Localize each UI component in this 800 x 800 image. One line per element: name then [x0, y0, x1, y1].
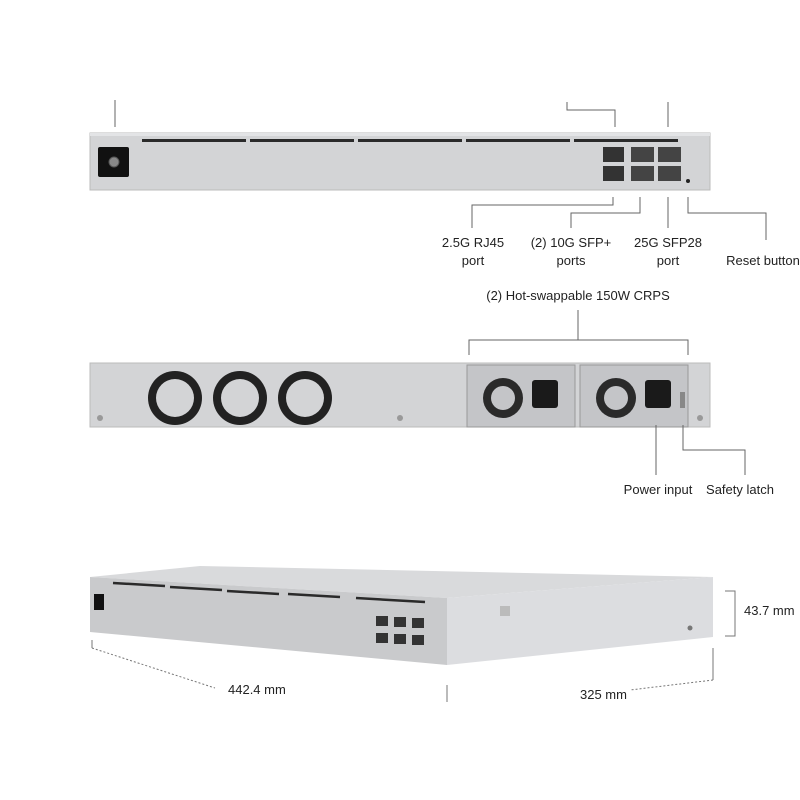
rear-panel: [89, 362, 711, 428]
callout-safety-latch: Safety latch: [706, 482, 774, 497]
side-face: [447, 577, 713, 665]
callout-label: Reset button: [726, 253, 800, 268]
display-knob-icon: [108, 156, 120, 168]
top-face: [90, 566, 713, 598]
callout-label: (2) 10G SFP+: [530, 235, 612, 250]
callout-label: 2.5G RJ45: [441, 235, 505, 250]
sfp-port-1: [631, 147, 654, 162]
psu-title: (2) Hot-swappable 150W CRPS: [486, 288, 670, 303]
callout-reset-button: Reset button: [718, 252, 800, 270]
fan-icons: [148, 371, 332, 425]
sfp28-port-2: [658, 166, 681, 181]
callout-label: ports: [556, 253, 586, 268]
dimension-lines: [91, 590, 736, 702]
psu-1: [466, 364, 576, 428]
callout-rj45-port: 2.5G RJ45 port: [427, 234, 519, 270]
callout-sfp-plus-ports: (2) 10G SFP+ ports: [522, 234, 620, 270]
front-panel: [89, 132, 711, 191]
callout-label: 25G SFP28: [634, 235, 702, 250]
safety-latch: [680, 392, 685, 408]
rear-callout-lines: [468, 310, 746, 475]
callout-power-input: Power input: [623, 482, 693, 497]
power-inlet-icon: [532, 380, 558, 408]
reset-button-icon: [686, 179, 690, 183]
depth-dimension: 325 mm: [580, 687, 627, 702]
height-dimension: 43.7 mm: [744, 603, 795, 618]
callout-label: port: [656, 253, 680, 268]
psu-2: [579, 364, 689, 428]
callout-label: port: [461, 253, 485, 268]
vent-slots: [142, 139, 678, 142]
sfp-port-2: [631, 166, 654, 181]
callout-sfp28-port: 25G SFP28 port: [622, 234, 714, 270]
front-callout-lines: [114, 100, 767, 240]
width-dimension: 442.4 mm: [228, 682, 286, 697]
sfp28-port-1: [658, 147, 681, 162]
iso-view: [90, 566, 713, 665]
power-inlet-icon: [645, 380, 671, 408]
iso-display: [94, 594, 104, 610]
rj45-port-2: [603, 166, 624, 181]
rj45-port-1: [603, 147, 624, 162]
